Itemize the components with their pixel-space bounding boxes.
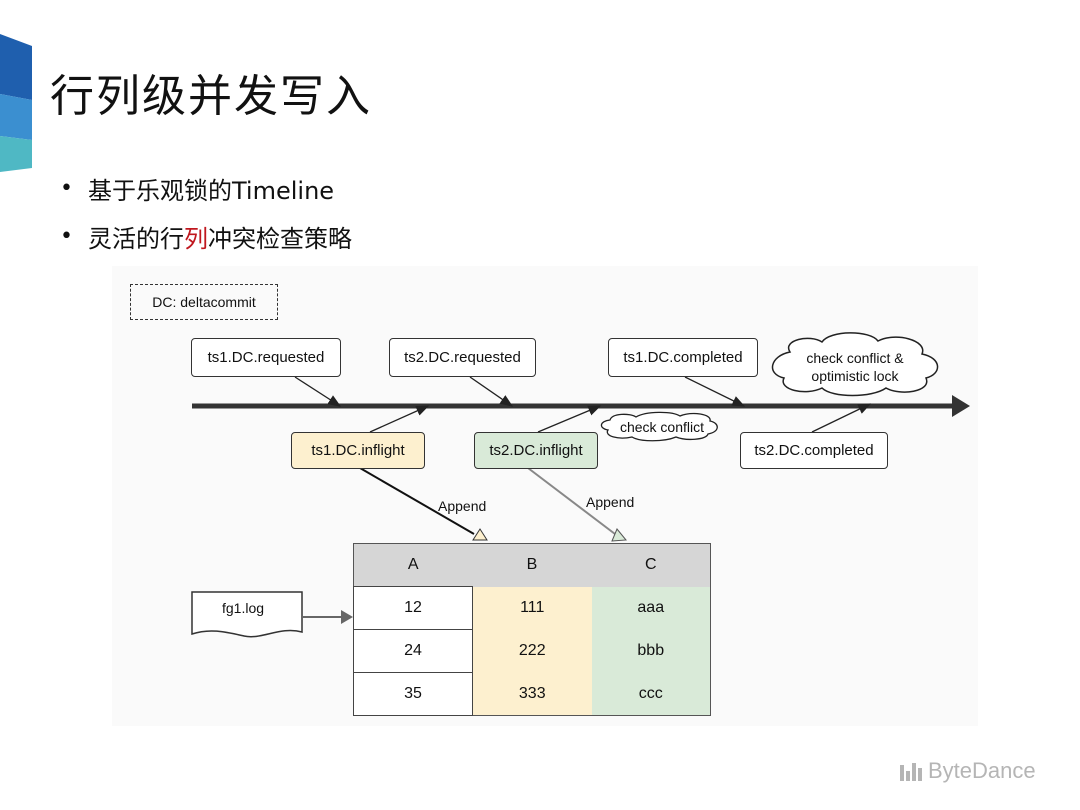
cloud-line: optimistic lock xyxy=(811,368,899,384)
bytedance-logo-icon xyxy=(900,761,922,781)
table-cell: 12 xyxy=(353,586,473,630)
brand-logo: ByteDance xyxy=(900,758,1036,784)
append-arrow xyxy=(527,467,616,535)
table-cell: aaa xyxy=(591,586,711,630)
table-cell: 222 xyxy=(472,629,592,673)
event-box-inflight: ts2.DC.inflight xyxy=(474,432,598,469)
table-header-row: A B C xyxy=(353,543,711,587)
event-box: ts2.DC.requested xyxy=(389,338,536,377)
cloud-label: check conflict & optimistic lock xyxy=(790,349,920,385)
arrow xyxy=(294,376,342,407)
bullet-text-rest: 冲突检查策略 xyxy=(208,224,352,253)
cloud-shape xyxy=(771,332,939,397)
table-header-cell: B xyxy=(472,543,592,587)
append-arrowhead xyxy=(472,528,488,541)
table-header-cell: A xyxy=(353,543,473,587)
event-box: ts1.DC.requested xyxy=(191,338,341,377)
table-row: 12 111 aaa xyxy=(353,586,711,630)
table-cell: 333 xyxy=(472,672,592,716)
append-arrow xyxy=(359,467,475,535)
bullet-item: • 灵活的行列冲突检查策略 xyxy=(60,212,352,260)
cloud-label: check conflict xyxy=(619,419,705,435)
table-cell: 111 xyxy=(472,586,592,630)
table-header-cell: C xyxy=(591,543,711,587)
bullet-highlight: 列 xyxy=(184,224,208,253)
brand-name: ByteDance xyxy=(928,758,1036,783)
arrow xyxy=(537,405,602,433)
arrow xyxy=(811,403,872,433)
file-document-shape xyxy=(191,591,303,638)
bullet-item: • 基于乐观锁的Timeline xyxy=(60,164,352,212)
event-box-inflight: ts1.DC.inflight xyxy=(291,432,425,469)
timeline-arrowhead xyxy=(952,395,970,417)
arrow xyxy=(469,376,514,407)
legend-box: DC: deltacommit xyxy=(130,284,278,320)
table-cell: 35 xyxy=(353,672,473,716)
append-arrowhead xyxy=(611,528,627,542)
arrow xyxy=(369,405,430,433)
file-label: fg1.log xyxy=(222,600,265,616)
bullet-list: • 基于乐观锁的Timeline • 灵活的行列冲突检查策略 xyxy=(60,164,352,260)
bullet-text: 灵活的行 xyxy=(88,224,184,253)
bullet-text: 基于乐观锁的Timeline xyxy=(88,176,335,205)
event-box: ts2.DC.completed xyxy=(740,432,888,469)
bullet-dot: • xyxy=(60,223,73,249)
table-cell: 24 xyxy=(353,629,473,673)
table-row: 24 222 bbb xyxy=(353,629,711,673)
table-cell: ccc xyxy=(591,672,711,716)
bullet-dot: • xyxy=(60,175,73,201)
event-box: ts1.DC.completed xyxy=(608,338,758,377)
slide-title: 行列级并发写入 xyxy=(50,71,372,122)
accent-decoration xyxy=(0,34,32,172)
cloud-line: check conflict & xyxy=(806,350,904,366)
append-label: Append xyxy=(438,498,487,514)
cloud-shape xyxy=(600,411,718,442)
table-cell: bbb xyxy=(591,629,711,673)
append-label: Append xyxy=(586,494,635,510)
data-table: A B C 12 111 aaa 24 222 bbb 35 333 ccc xyxy=(353,543,711,716)
file-arrowhead xyxy=(341,610,353,624)
table-row: 35 333 ccc xyxy=(353,672,711,716)
arrow xyxy=(684,376,746,407)
